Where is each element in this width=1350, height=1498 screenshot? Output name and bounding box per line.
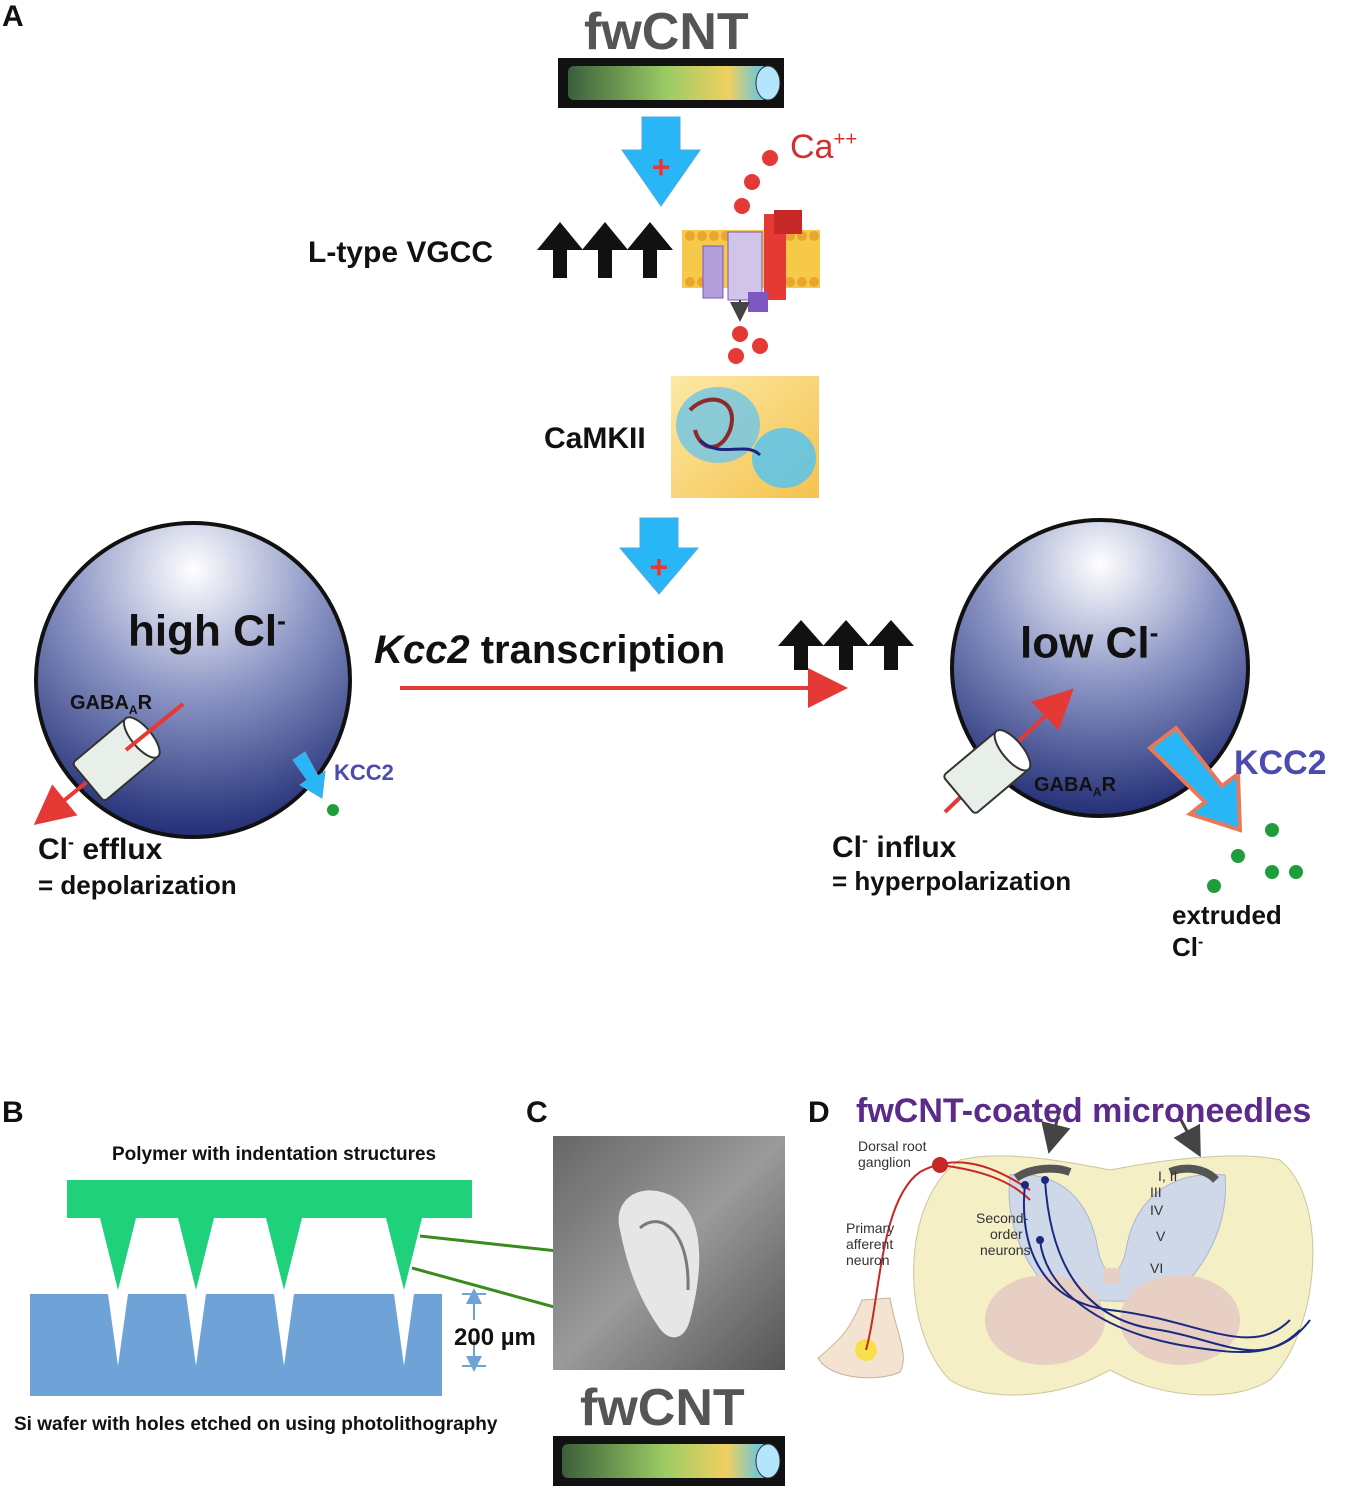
panel-label-d: D — [808, 1096, 830, 1129]
high-chloride-label: high Cl- — [128, 606, 286, 656]
fwcnt-tube-image — [558, 58, 784, 108]
camkii-structure-image — [671, 376, 819, 498]
primary-label-1: Primary — [846, 1220, 895, 1236]
left-kcc2-transporter — [292, 751, 339, 816]
second-label-3: neurons — [980, 1242, 1031, 1258]
left-gabaar-label: GABAAR — [70, 692, 153, 717]
hyperpolarization-label: = hyperpolarization — [832, 866, 1072, 896]
wafer-label: Si wafer with holes etched on using phot… — [14, 1414, 498, 1435]
right-kcc2-label: KCC2 — [1234, 744, 1327, 782]
left-kcc2-label: KCC2 — [334, 760, 394, 785]
lamina-iv: IV — [1150, 1202, 1164, 1218]
right-kcc2-transporter — [1146, 725, 1243, 833]
high-chloride-cell — [34, 521, 352, 839]
lamina-v: V — [1156, 1228, 1166, 1244]
extruded-cl-label: Cl- — [1172, 932, 1204, 962]
vgcc-label: L-type VGCC — [308, 236, 494, 269]
kcc2-increase-arrows — [778, 620, 914, 670]
spinal-cord-section — [913, 1155, 1314, 1396]
dimension-marker — [462, 1288, 486, 1372]
efflux-label: Cl- efflux — [38, 832, 163, 866]
vgcc-channel-image — [682, 210, 820, 322]
microneedles-title: fwCNT-coated microneedles — [856, 1092, 1312, 1130]
si-wafer — [30, 1294, 442, 1396]
second-label-1: Second- — [976, 1210, 1029, 1226]
camkii-label: CaMKII — [544, 422, 646, 455]
low-chloride-label: low Cl- — [1020, 618, 1159, 668]
second-order-cells — [1021, 1176, 1049, 1244]
polymer-label: Polymer with indentation structures — [112, 1144, 437, 1165]
activation-arrow-1: + — [621, 116, 701, 207]
panel-label-c: C — [526, 1096, 548, 1129]
drg-label-2: ganglion — [858, 1154, 911, 1170]
foot-illustration — [817, 1297, 904, 1379]
microneedle-patches — [1013, 1164, 1219, 1183]
patch-pointer-1 — [1041, 1107, 1071, 1154]
drg-cell-body — [932, 1157, 948, 1173]
patch-pointer-2 — [1173, 1117, 1201, 1158]
panel-label-a: A — [2, 0, 24, 33]
calcium-dots — [728, 150, 778, 364]
drg-label-1: Dorsal root — [858, 1138, 927, 1154]
svg-text:+: + — [652, 149, 671, 185]
influx-label: Cl- influx — [832, 830, 957, 864]
primary-label-3: neuron — [846, 1252, 890, 1268]
primary-label-2: afferent — [846, 1236, 894, 1252]
polymer-mold — [67, 1180, 472, 1290]
depolarization-label: = depolarization — [38, 870, 237, 900]
right-gabaar-channel — [943, 688, 1074, 814]
fwcnt-tube-image-c — [553, 1436, 785, 1486]
extruded-chloride-dots — [1207, 823, 1303, 893]
panel-label-b: B — [2, 1096, 24, 1129]
fwcnt-title: fwCNT — [584, 3, 749, 61]
lamina-iii: III — [1150, 1184, 1162, 1200]
vgcc-increase-arrows — [537, 222, 673, 278]
lamina-i-ii: I, II — [1158, 1168, 1178, 1184]
lamina-vi: VI — [1150, 1260, 1164, 1276]
second-label-2: order — [990, 1226, 1023, 1242]
fwcnt-title-c: fwCNT — [580, 1379, 745, 1437]
svg-text:+: + — [650, 549, 669, 585]
kcc2-transcription-label: Kcc2 transcription — [374, 628, 726, 672]
sem-micrograph — [553, 1136, 785, 1370]
left-gabaar-channel — [33, 702, 185, 826]
dimension-label: 200 µm — [454, 1324, 536, 1351]
activation-arrow-2: + — [618, 517, 700, 595]
right-gabaar-label: GABAAR — [1034, 774, 1117, 799]
calcium-label: Ca++ — [790, 128, 858, 166]
extruded-label: extruded — [1172, 900, 1282, 930]
second-order-pathway — [1022, 1179, 1311, 1354]
